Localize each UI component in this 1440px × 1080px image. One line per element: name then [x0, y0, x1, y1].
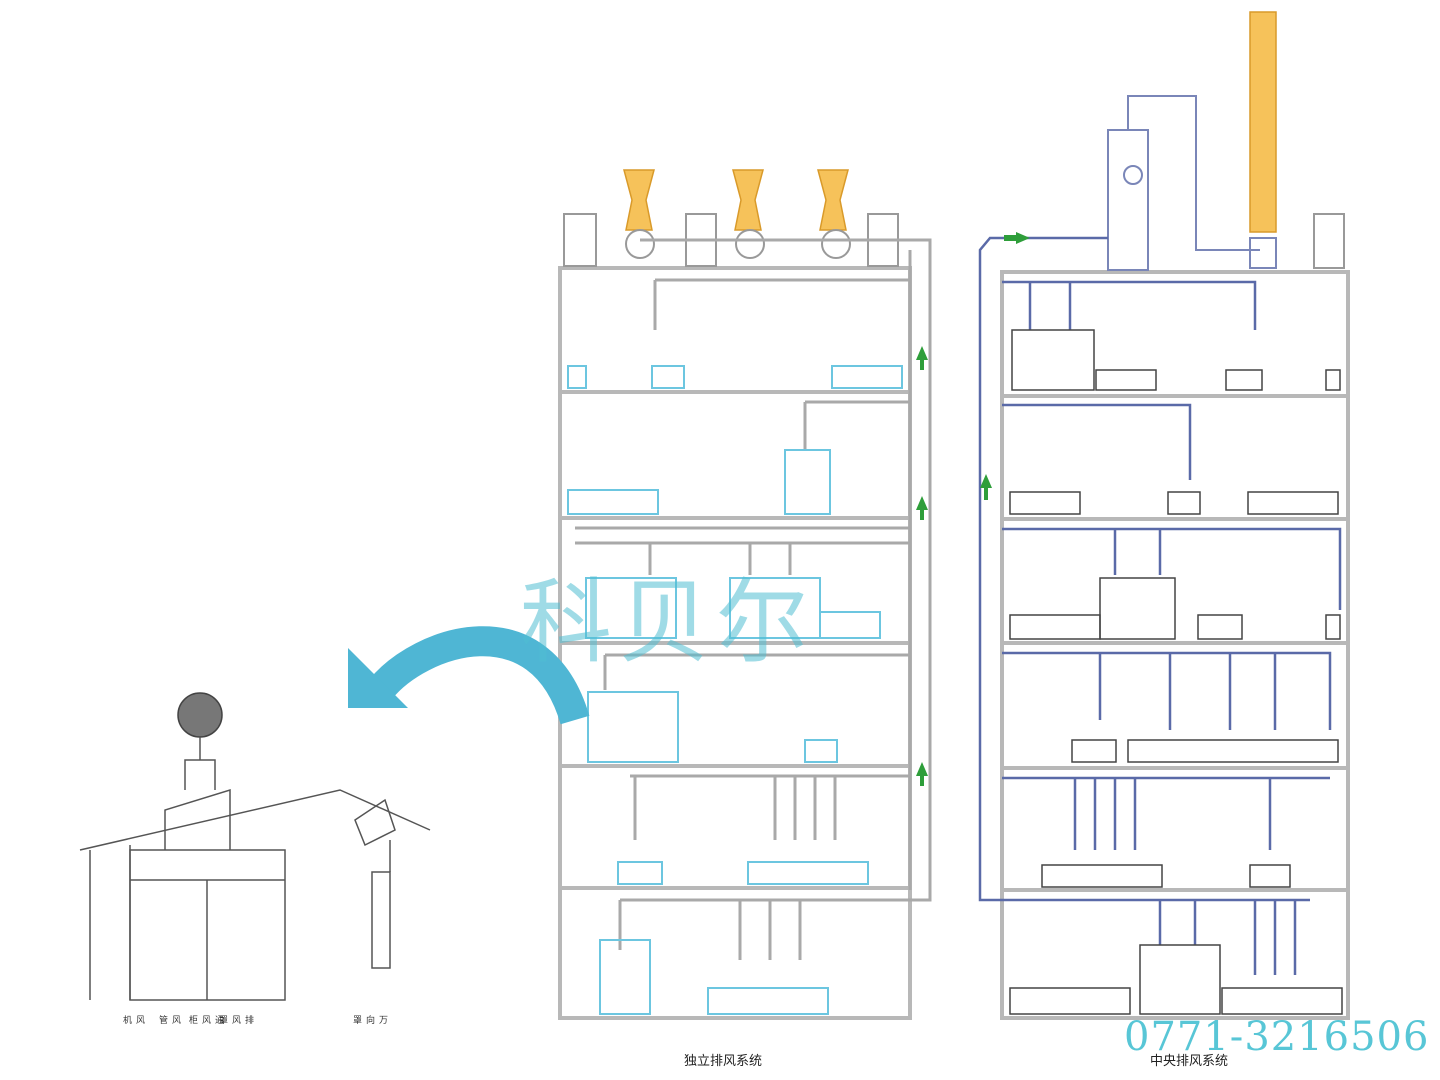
chimney: [1249, 11, 1277, 233]
right-lab-furniture: [1009, 329, 1343, 1015]
detail-label: 通风柜: [187, 1015, 223, 1024]
curved-arrow: [368, 626, 590, 725]
fume-hood-detail: [79, 692, 431, 1001]
watermark-text: 科贝尔: [520, 569, 815, 676]
left-system-caption: 独立排风系统: [684, 1054, 763, 1069]
right-flow-arrows: [980, 232, 1030, 500]
detail-label: 风管: [157, 1015, 180, 1024]
detail-label: 万向罩: [351, 1015, 387, 1024]
fan-3: [817, 169, 851, 259]
roof-fans: [623, 169, 851, 259]
detail-label: 排风罩: [217, 1015, 253, 1024]
scrubber-tower: [1107, 95, 1277, 271]
left-ducts: [575, 238, 932, 960]
right-system-caption: 中央排风系统: [1150, 1054, 1229, 1069]
right-building: [1000, 270, 1350, 1020]
left-lab-furniture: [567, 365, 903, 1015]
right-roof-box: [1313, 213, 1345, 269]
curved-arrow-head: [348, 648, 408, 708]
phone-number: 0771-3216506: [1124, 1014, 1430, 1060]
fan-1: [623, 169, 655, 259]
left-flow-arrows: [916, 346, 928, 786]
detail-label: 风机: [121, 1015, 144, 1024]
fan-2: [732, 169, 765, 259]
